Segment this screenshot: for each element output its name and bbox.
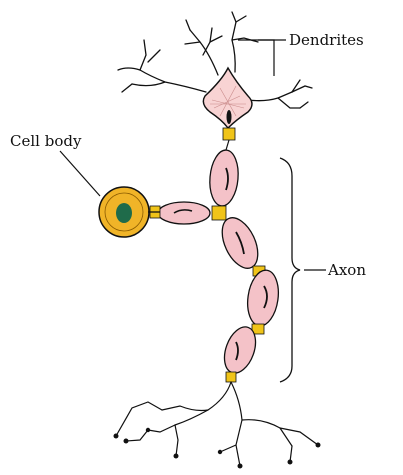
axon-label: Axon	[327, 261, 366, 279]
node-of-ranvier-5	[226, 372, 236, 382]
node-of-ranvier-1	[223, 128, 235, 140]
dendrites-leader	[238, 40, 286, 76]
soma-nucleus	[227, 110, 232, 124]
axon-terminals	[116, 382, 318, 466]
cell-body-nucleus	[116, 203, 132, 223]
myelin-segment-2	[215, 212, 265, 274]
cell-body-leader	[60, 151, 100, 196]
myelin-segment-branch	[158, 202, 210, 224]
cell-body-label: Cell body	[10, 132, 82, 150]
dendrites-label: Dendrites	[289, 31, 364, 49]
myelin-segment-3	[244, 268, 282, 328]
node-of-ranvier-2	[212, 206, 226, 220]
axon-brace	[280, 158, 300, 382]
myelin-segment-1	[208, 149, 241, 207]
